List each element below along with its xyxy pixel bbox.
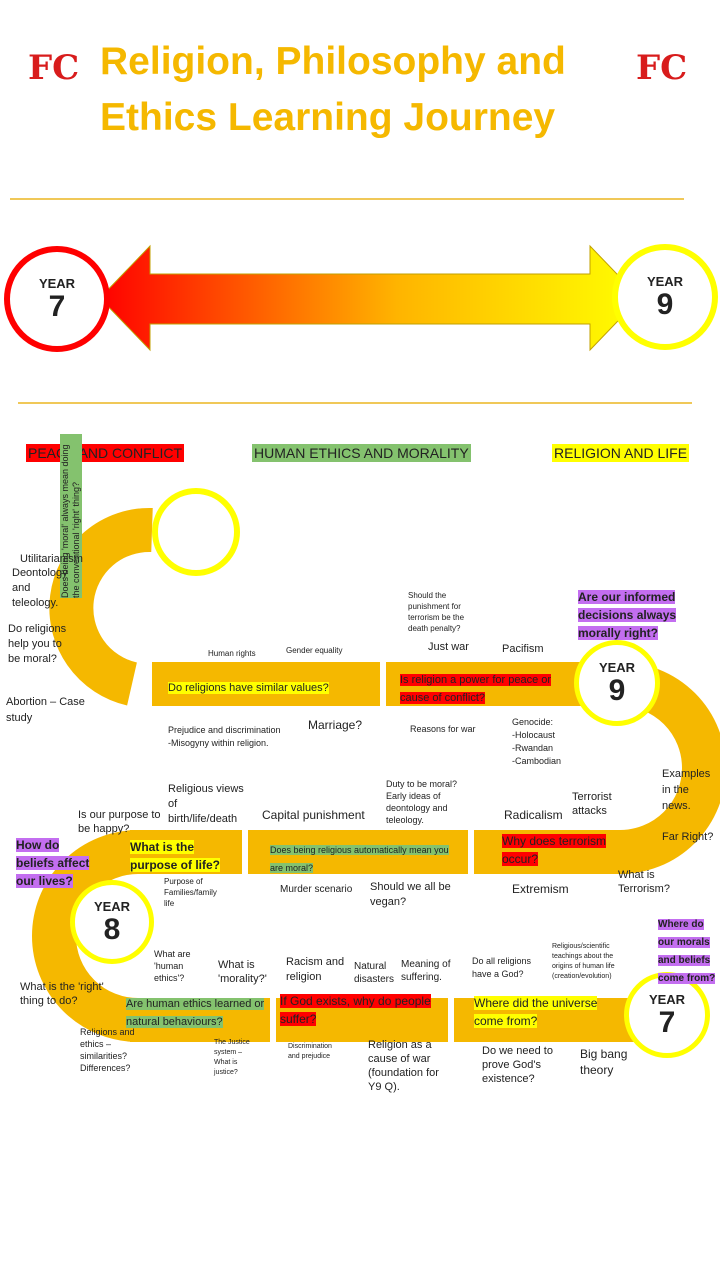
question-religious-moral: Does being religious automatically mean …: [270, 845, 449, 873]
question-universe-origin: Where did the universe come from?: [474, 996, 598, 1028]
question-where-morals-from: Where do our morals and beliefs come fro…: [658, 919, 716, 984]
question-informed-decisions: Are our informed decisions always morall…: [578, 590, 677, 640]
year-7-badge-header: YEAR 7: [4, 246, 110, 352]
year-9-badge: YEAR 9: [574, 640, 660, 726]
year-number: 9: [656, 287, 674, 321]
topic-capital-punishment: Capital punishment: [262, 808, 365, 822]
logo-text: FC: [28, 48, 80, 88]
year-label: YEAR: [598, 659, 636, 675]
divider-top: [10, 198, 684, 200]
topic-far-right: Far Right?: [662, 831, 714, 843]
question-ethics-learned: Are human ethics learned or natural beha…: [126, 998, 265, 1028]
learning-journey-track: [32, 507, 720, 1044]
topic-reasons-war: Reasons for war: [410, 724, 476, 734]
question-purpose-of-life: What is the purpose of life?: [130, 840, 220, 872]
topic-morality: What is'morality?': [218, 959, 267, 985]
topic-right-thing: What is the 'right'thing to do?: [20, 981, 104, 1007]
topic-death-penalty: Should the punishment for terrorism be t…: [408, 591, 465, 633]
year-label: YEAR: [648, 991, 686, 1007]
topic-radicalism: Radicalism: [504, 808, 563, 822]
topic-prejudice: Prejudice and discrimination-Misogyny wi…: [168, 725, 281, 748]
question-why-terrorism: Why does terrorism occur?: [502, 834, 607, 866]
topic-pacifism: Pacifism: [502, 643, 544, 655]
topic-just-war: Just war: [428, 641, 469, 653]
theme-human-ethics: HUMAN ETHICS AND MORALITY: [252, 444, 471, 462]
start-circle: [152, 488, 240, 576]
topic-extremism: Extremism: [512, 882, 569, 896]
question-similar-values: Do religions have similar values?: [168, 682, 329, 694]
topic-human-rights: Human rights: [208, 649, 256, 658]
question-beliefs-affect-lives: How do beliefs affect our lives?: [16, 838, 90, 888]
topic-genocide: Genocide:-Holocaust-Rwandan-Cambodian: [512, 717, 562, 766]
year-label: YEAR: [93, 898, 131, 914]
year-8-badge: YEAR 8: [70, 880, 154, 964]
topic-utilitarianism: Utilitarianism: [20, 553, 83, 565]
school-logo-left: FC: [28, 48, 79, 88]
year-number: 9: [608, 673, 626, 707]
theme-peace-conflict: PEACE AND CONFLICT: [26, 444, 185, 462]
topic-gender-equality: Gender equality: [286, 646, 343, 655]
topic-marriage: Marriage?: [308, 718, 363, 732]
topic-murder-scenario: Murder scenario: [280, 884, 353, 895]
year-9-badge-header: YEAR 9: [612, 244, 718, 350]
year-number: 7: [658, 1005, 676, 1039]
question-peace-or-conflict: Is religion a power for peace or cause o…: [400, 674, 552, 704]
year-number: 8: [103, 912, 121, 946]
year-label: YEAR: [38, 275, 76, 291]
page-title: Religion, Philosophy and Ethics Learning…: [100, 40, 566, 139]
divider-bottom: [18, 402, 692, 404]
theme-religion-life: RELIGION AND LIFE: [552, 444, 690, 462]
year-label: YEAR: [646, 273, 684, 289]
school-logo-right: FC: [636, 48, 687, 88]
year-number: 7: [48, 289, 66, 323]
question-god-suffering: If God exists, why do people suffer?: [280, 994, 431, 1026]
logo-text: FC: [636, 48, 688, 88]
